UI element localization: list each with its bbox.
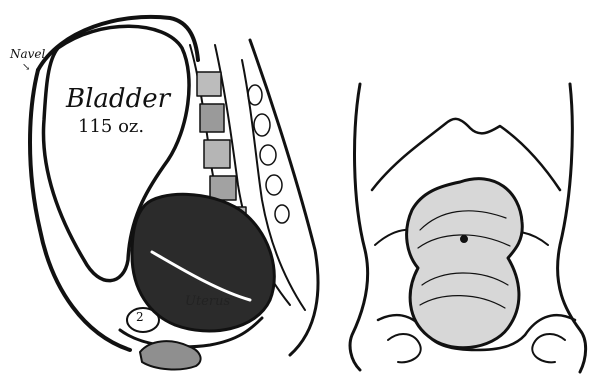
label-volume: 115 oz. [78,118,144,136]
label-navel: Navel [10,48,45,60]
torso-right-outline [558,84,586,372]
navel-marker [461,236,468,243]
navel-arrow-icon: ↘ [22,62,30,73]
frontal-view-diagram [350,84,586,372]
torso-left-outline [350,84,368,370]
label-number-two: 2 [136,311,144,323]
label-uterus: Uterus [185,295,230,308]
enlarged-bladder-outline [407,179,523,348]
label-bladder: Bladder [66,86,170,112]
sagittal-section-diagram [30,17,318,370]
